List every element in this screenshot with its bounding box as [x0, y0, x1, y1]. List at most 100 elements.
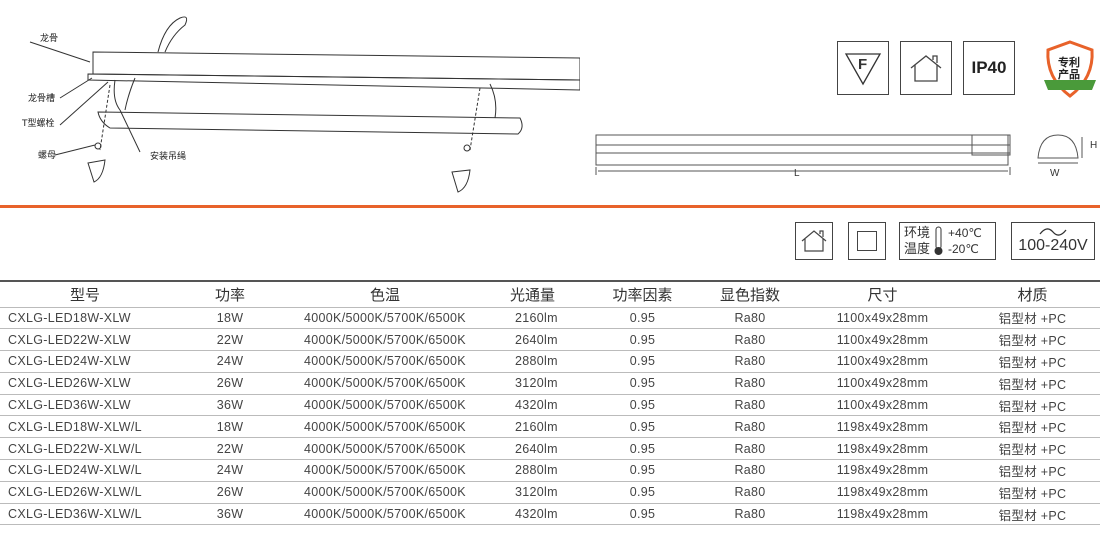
cell-material: 铝型材 +PC	[965, 306, 1100, 329]
cell-pf: 0.95	[585, 480, 700, 504]
cell-model: CXLG-LED22W-XLW/L	[0, 437, 170, 460]
label-keel: 龙骨	[40, 34, 59, 44]
cell-cct: 4000K/5000K/5700K/6500K	[290, 393, 480, 416]
cell-power: 18W	[170, 415, 290, 438]
cell-pf: 0.95	[585, 437, 700, 460]
cell-pf: 0.95	[585, 393, 700, 416]
cell-flux: 2160lm	[480, 306, 585, 329]
cell-cct: 4000K/5000K/5700K/6500K	[290, 306, 480, 329]
cell-material: 铝型材 +PC	[965, 437, 1100, 460]
class-ii-icon	[848, 222, 886, 260]
cell-cct: 4000K/5000K/5700K/6500K	[290, 415, 480, 438]
fixture-drawing	[29, 16, 580, 193]
table-header: 型号 功率 色温 光通量 功率因素 显色指数 尺寸 材质	[0, 281, 1100, 307]
cell-cct: 4000K/5000K/5700K/6500K	[290, 350, 480, 373]
indoor-house-icon	[900, 41, 952, 95]
cell-material: 铝型材 +PC	[965, 415, 1100, 438]
cell-model: CXLG-LED22W-XLW	[0, 328, 170, 351]
cell-cri: Ra80	[700, 350, 800, 373]
cell-size: 1198x49x28mm	[800, 480, 965, 504]
col-cri: 显色指数	[719, 286, 780, 304]
cell-cri: Ra80	[700, 480, 800, 504]
ac-wave-icon	[1039, 228, 1067, 236]
cell-cri: Ra80	[700, 437, 800, 460]
cell-pf: 0.95	[585, 502, 700, 526]
cell-power: 24W	[170, 459, 290, 482]
label-t-bolt: T型螺栓	[22, 119, 55, 129]
label-hanging-rope: 安装吊绳	[150, 152, 187, 162]
f-mark-letter: F	[858, 56, 868, 73]
cell-flux: 2640lm	[480, 328, 585, 351]
env-label-2: 温度	[904, 241, 931, 256]
cell-cct: 4000K/5000K/5700K/6500K	[290, 437, 480, 460]
cell-material: 铝型材 +PC	[965, 459, 1100, 482]
cell-material: 铝型材 +PC	[965, 371, 1100, 395]
cell-pf: 0.95	[585, 371, 700, 395]
installation-diagram: 龙骨 龙骨槽 T型螺栓 螺母 安装吊绳	[0, 0, 580, 200]
cell-cri: Ra80	[700, 415, 800, 438]
cell-cct: 4000K/5000K/5700K/6500K	[290, 328, 480, 351]
cell-size: 1100x49x28mm	[800, 393, 965, 416]
spec-table: 型号 功率 色温 光通量 功率因素 显色指数 尺寸 材质 CXLG-LED18W…	[0, 280, 1100, 526]
cell-power: 36W	[170, 502, 290, 526]
indoor-use-icon	[795, 222, 833, 260]
cell-pf: 0.95	[585, 459, 700, 482]
col-power: 功率	[214, 286, 245, 304]
cell-power: 18W	[170, 306, 290, 329]
cell-cct: 4000K/5000K/5700K/6500K	[290, 480, 480, 504]
cell-power: 26W	[170, 371, 290, 395]
dim-length: L	[794, 168, 800, 179]
dim-width: W	[1050, 168, 1060, 179]
cell-size: 1100x49x28mm	[800, 350, 965, 373]
cell-cri: Ra80	[700, 306, 800, 329]
cell-size: 1198x49x28mm	[800, 437, 965, 460]
cell-material: 铝型材 +PC	[965, 350, 1100, 373]
f-mark-icon: F	[837, 41, 889, 95]
cell-model: CXLG-LED36W-XLW	[0, 393, 170, 416]
cell-flux: 2880lm	[480, 459, 585, 482]
cell-power: 26W	[170, 480, 290, 504]
cell-pf: 0.95	[585, 328, 700, 351]
patent-badge: 专利 产品	[1040, 40, 1100, 100]
cell-model: CXLG-LED36W-XLW/L	[0, 502, 170, 526]
cell-size: 1100x49x28mm	[800, 328, 965, 351]
cell-material: 铝型材 +PC	[965, 480, 1100, 504]
col-material: 材质	[1017, 286, 1048, 304]
cell-power: 22W	[170, 328, 290, 351]
cell-model: CXLG-LED26W-XLW	[0, 371, 170, 395]
cell-power: 24W	[170, 350, 290, 373]
dimension-drawing	[595, 134, 1083, 175]
patent-text-2: 产品	[1058, 69, 1080, 81]
label-nut: 螺母	[38, 151, 57, 161]
cell-pf: 0.95	[585, 350, 700, 373]
cell-size: 1198x49x28mm	[800, 415, 965, 438]
col-cct: 色温	[369, 286, 400, 304]
cell-flux: 4320lm	[480, 502, 585, 526]
cell-model: CXLG-LED26W-XLW/L	[0, 480, 170, 504]
cell-size: 1100x49x28mm	[800, 306, 965, 329]
cell-model: CXLG-LED18W-XLW	[0, 306, 170, 329]
ambient-temperature-box: 环境温度 +40℃-20℃	[899, 222, 996, 260]
cell-flux: 2640lm	[480, 437, 585, 460]
cell-flux: 2160lm	[480, 415, 585, 438]
cell-power: 22W	[170, 437, 290, 460]
cell-size: 1198x49x28mm	[800, 459, 965, 482]
col-model: 型号	[69, 286, 100, 304]
cell-cct: 4000K/5000K/5700K/6500K	[290, 459, 480, 482]
env-label-1: 环境	[904, 225, 931, 240]
cell-model: CXLG-LED24W-XLW	[0, 350, 170, 373]
cell-size: 1198x49x28mm	[800, 502, 965, 526]
dim-height: H	[1090, 140, 1098, 151]
cell-cct: 4000K/5000K/5700K/6500K	[290, 371, 480, 395]
col-size: 尺寸	[867, 286, 898, 304]
ip-rating: IP40	[971, 58, 1007, 77]
